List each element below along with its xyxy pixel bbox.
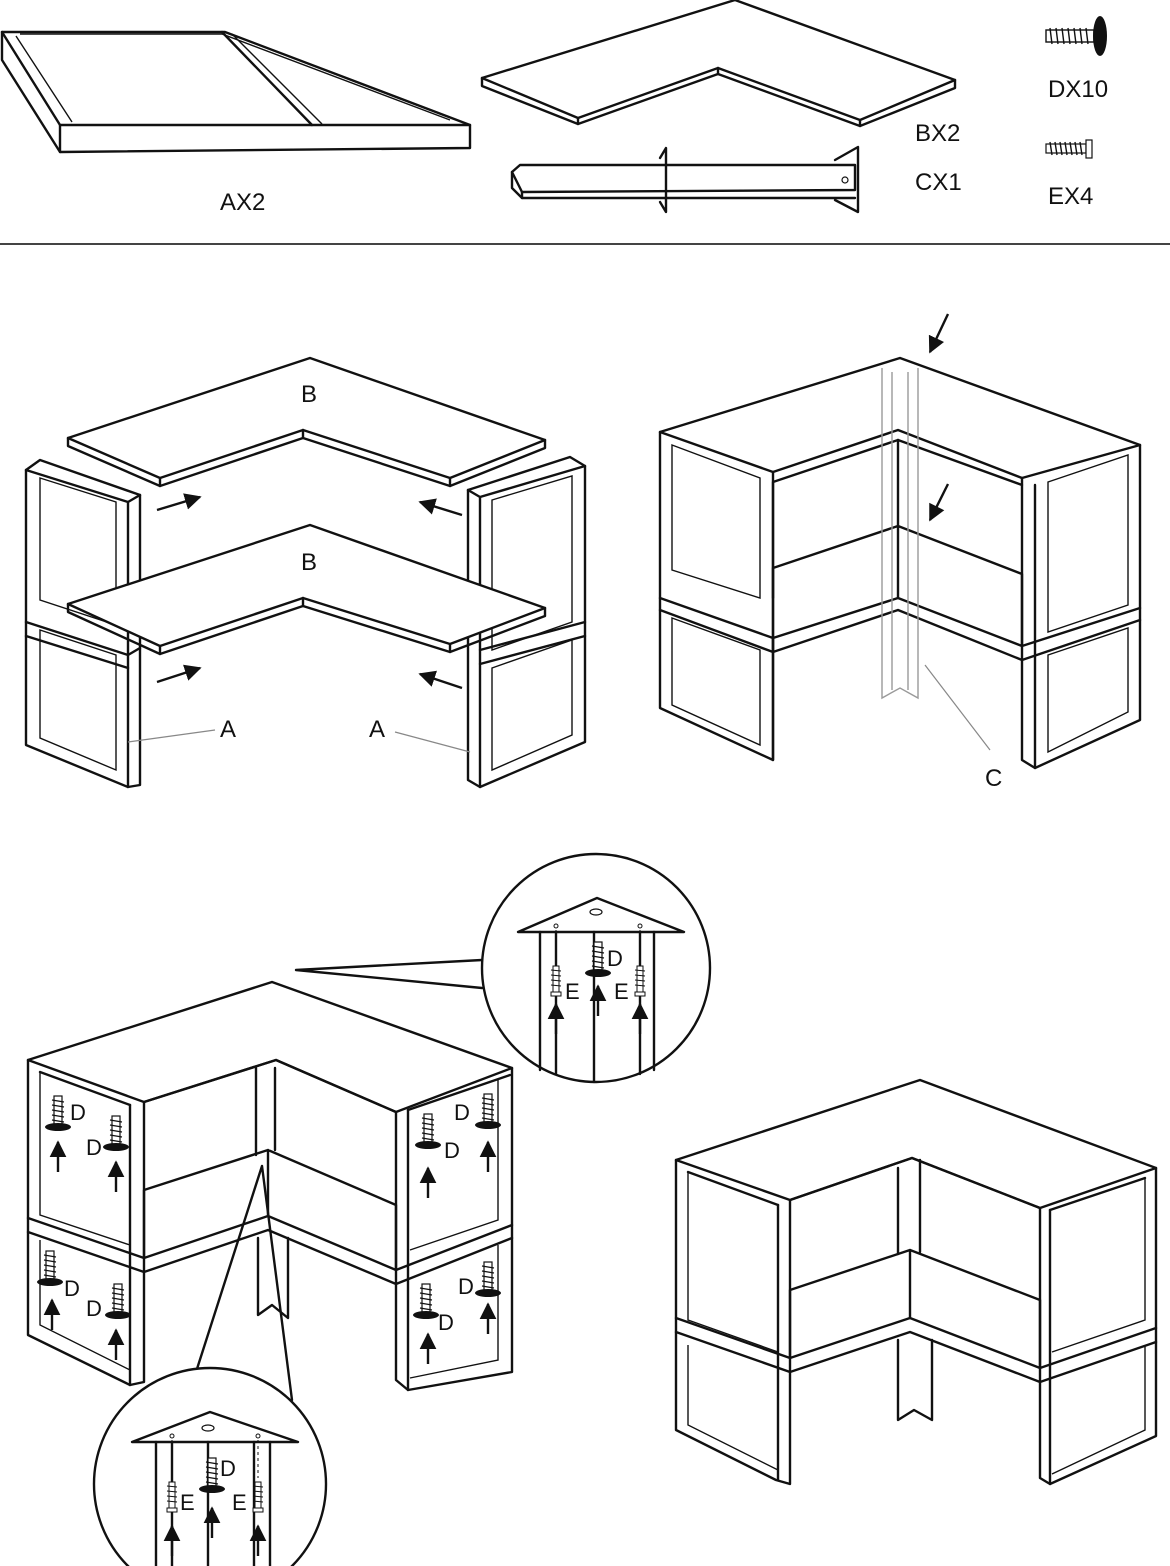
step1-right-frame-label: A — [369, 716, 385, 743]
step2-post-leader — [924, 664, 991, 751]
step3-screw-label-d3: D — [64, 1276, 80, 1301]
part-d-label: DX10 — [1048, 76, 1108, 103]
step3-zoom-top-label-e1: E — [565, 979, 580, 1004]
step3-screw-label-d7: D — [458, 1274, 474, 1299]
step3-zoom-callout-top — [294, 852, 712, 1084]
step1-right-leader — [394, 731, 471, 753]
step1-insert-arrows — [156, 493, 463, 690]
step1-top-shelf-label: B — [301, 381, 317, 408]
step3-assembled-unit — [26, 980, 514, 1392]
step3-screw-label-d8: D — [438, 1310, 454, 1335]
step3-zoom-callout-bottom — [92, 1164, 328, 1566]
step3-screw-label-d6: D — [444, 1138, 460, 1163]
step3-zoom-bottom-label-d: D — [220, 1456, 236, 1481]
part-b-shelf — [480, 0, 957, 128]
step1-left-leader — [127, 729, 216, 743]
part-d-screw — [1045, 16, 1107, 56]
step2-corner-post-ghost — [881, 368, 919, 700]
part-e-screw — [1045, 139, 1093, 159]
step3-zoom-top-label-e2: E — [614, 979, 629, 1004]
step1-top-shelf — [66, 356, 547, 488]
step1-left-frame — [24, 458, 142, 789]
step2-assembled-frame — [658, 356, 1142, 770]
step3-zoom-top-label-d: D — [607, 946, 623, 971]
step3-screw-label-d4: D — [86, 1296, 102, 1321]
step3-screw-label-d5: D — [454, 1100, 470, 1125]
step3-screw-label-d2: D — [86, 1135, 102, 1160]
step1-lower-shelf — [66, 523, 547, 656]
part-c-label: CX1 — [915, 169, 962, 196]
part-a-tray — [0, 30, 472, 154]
step1-left-frame-label: A — [220, 716, 236, 743]
step1-lower-shelf-label: B — [301, 549, 317, 576]
step2-arrows — [928, 313, 950, 522]
step3-zoom-bottom-label-e1: E — [180, 1490, 195, 1515]
part-a-label: AX2 — [220, 189, 265, 216]
step2-post-label: C — [985, 765, 1002, 792]
part-c-post — [510, 145, 860, 214]
final-assembled-unit — [674, 1078, 1158, 1486]
step3-zoom-bottom-label-e2: E — [232, 1490, 247, 1515]
part-e-label: EX4 — [1048, 183, 1093, 210]
step3-screw-label-d1: D — [70, 1100, 86, 1125]
part-b-label: BX2 — [915, 120, 960, 147]
